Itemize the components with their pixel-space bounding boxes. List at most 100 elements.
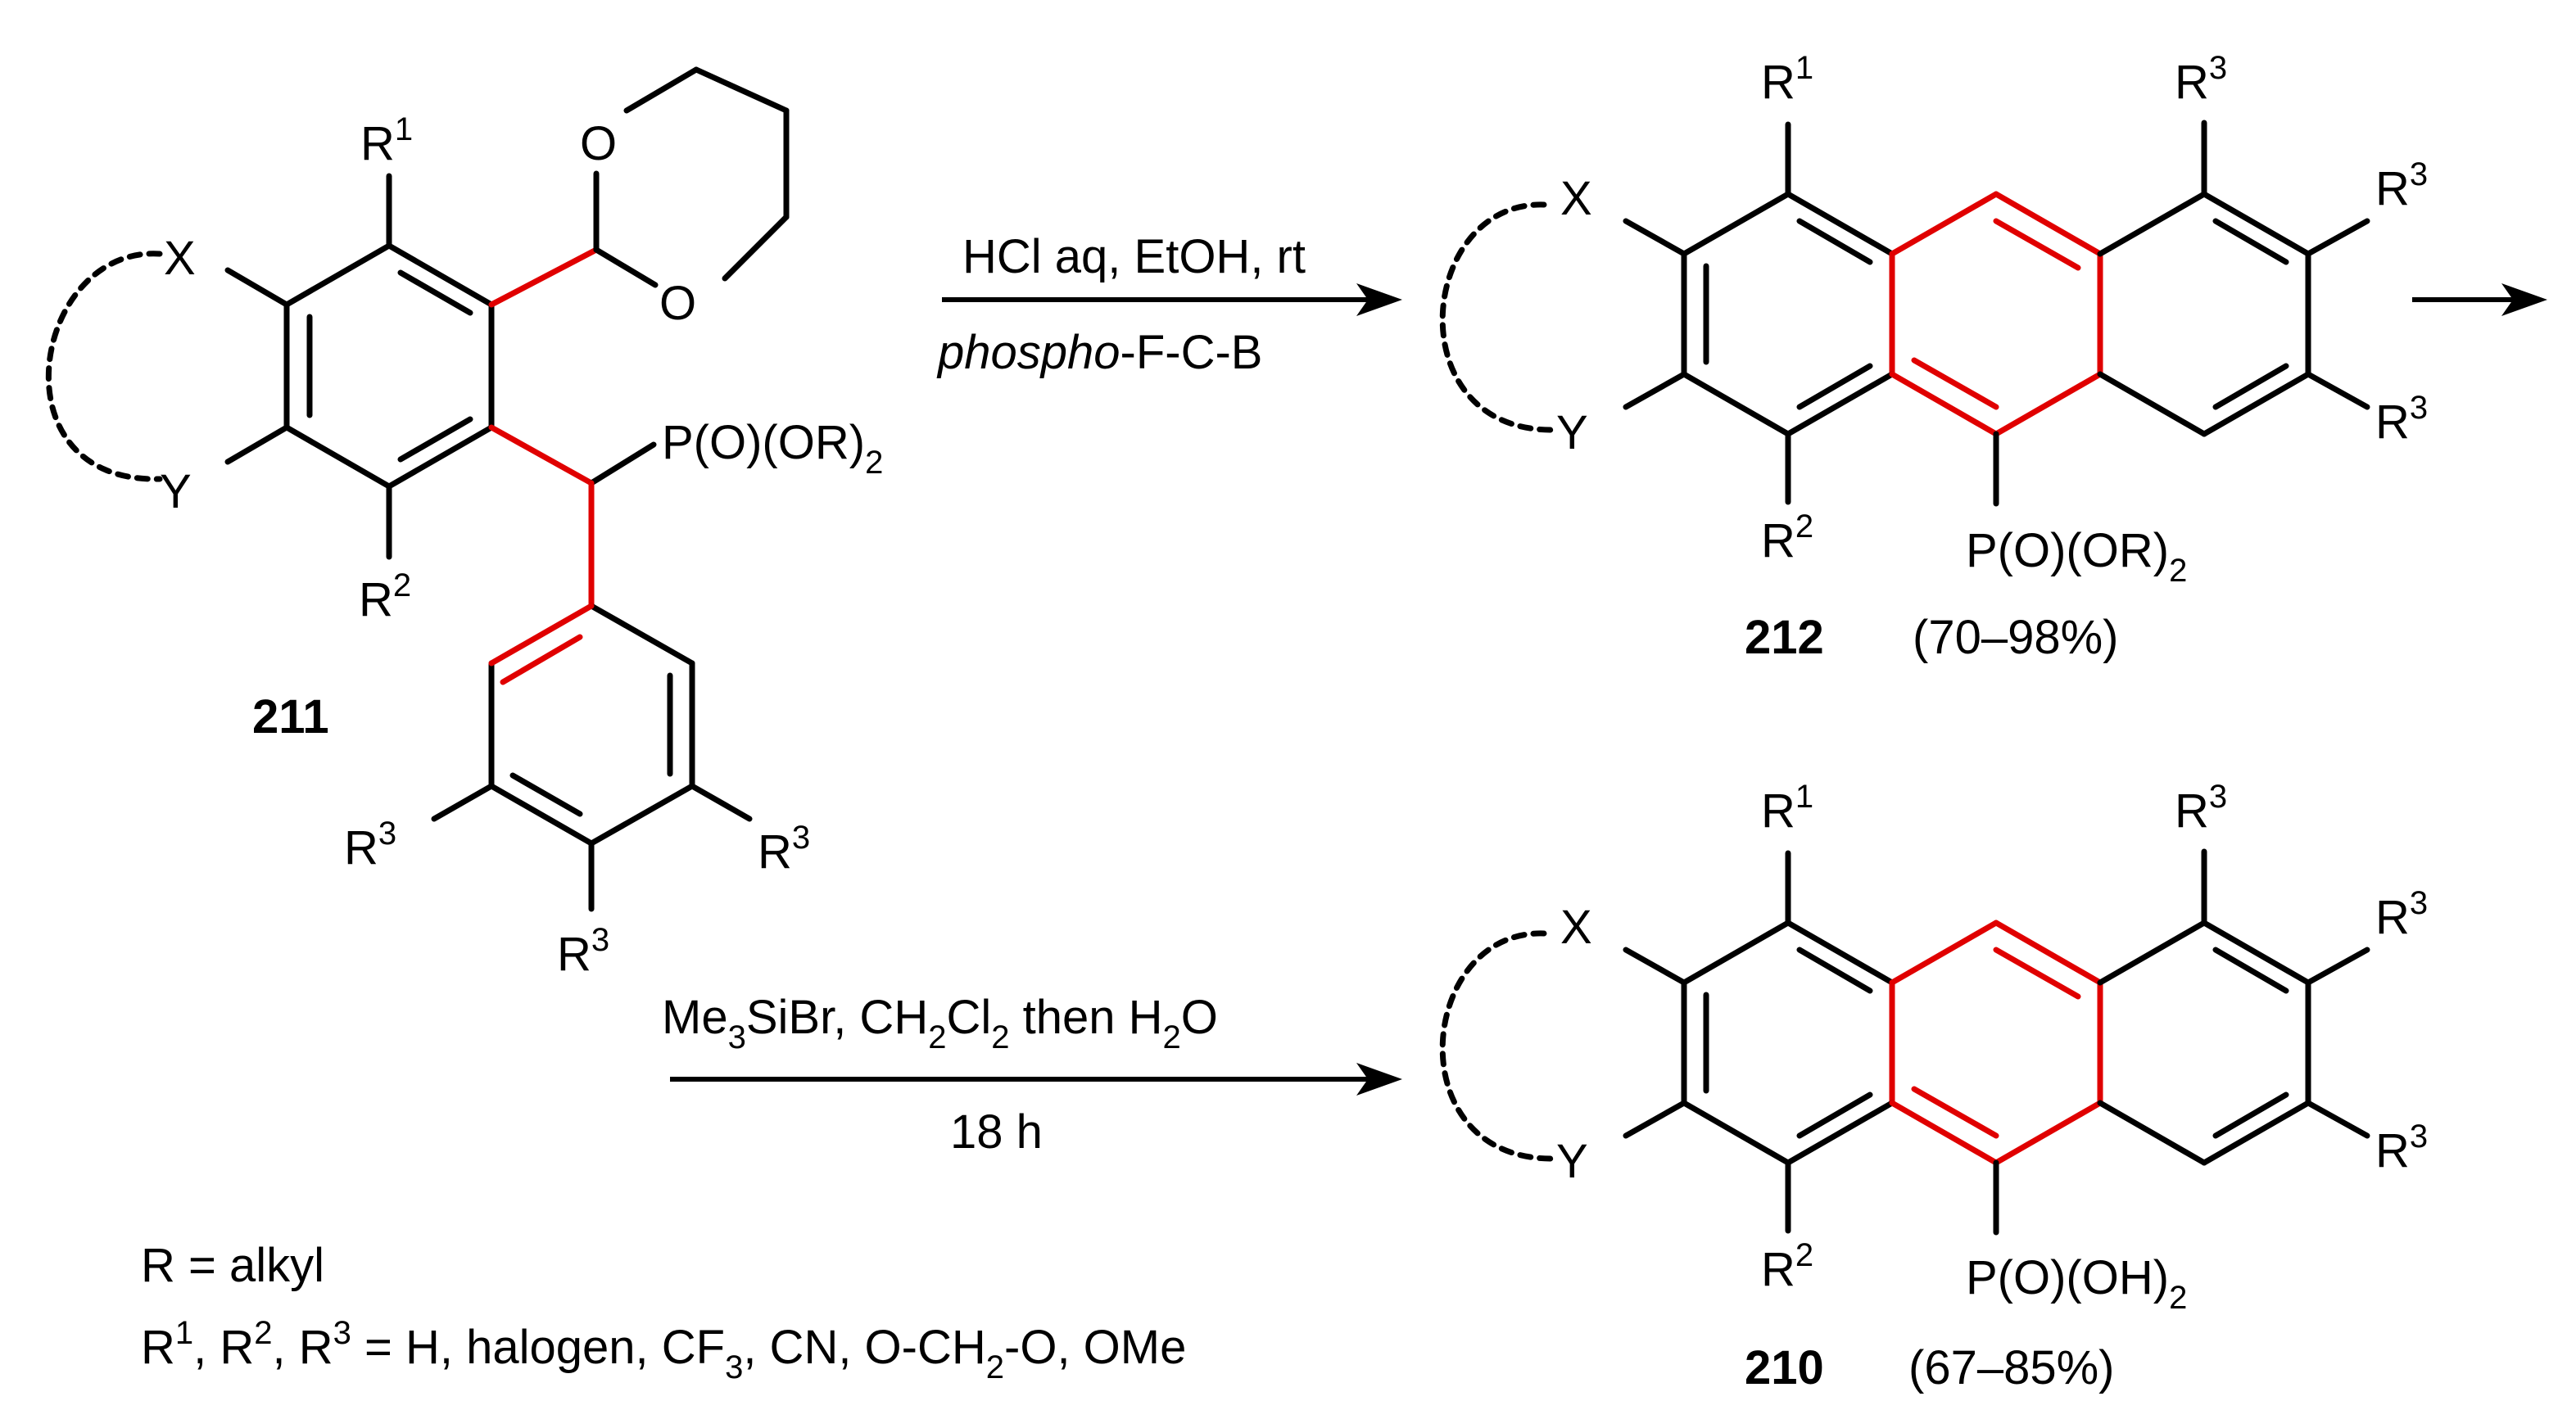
label: R3 <box>2375 156 2428 215</box>
bond <box>1681 371 1791 437</box>
label: 2 <box>986 1349 1004 1385</box>
bond <box>588 603 695 667</box>
bond <box>1796 218 1873 265</box>
label: R <box>1761 56 1795 109</box>
bond <box>1681 920 1791 986</box>
next-step-arrow <box>2412 283 2547 316</box>
atom-o-top: O <box>580 117 617 170</box>
arrowhead <box>1356 283 1402 316</box>
phosphonic-acid-210: P(O)(OH) <box>1966 1251 2169 1304</box>
reaction-time: 18 h <box>950 1105 1043 1159</box>
atom-r1: R <box>360 117 395 170</box>
label: 3 <box>2209 50 2227 86</box>
label: 3 <box>2410 390 2428 426</box>
bond <box>689 783 753 822</box>
compound-number-211: 211 <box>252 690 329 743</box>
bond <box>2097 920 2207 986</box>
dashed-ring-211 <box>45 251 163 482</box>
atom-r2: R <box>359 573 393 626</box>
label: P(O)(OR)2 <box>662 416 883 481</box>
bond <box>1796 1091 1873 1139</box>
bond <box>2305 1100 2370 1139</box>
label: 2 <box>2169 1280 2187 1316</box>
arrowhead <box>2501 283 2547 316</box>
method-italic: phospho <box>936 326 1120 379</box>
bond <box>1785 371 1895 437</box>
bond <box>593 246 659 288</box>
bond <box>693 66 790 114</box>
compound-number-212: 212 <box>1745 611 1824 664</box>
new-bond <box>1993 191 2103 257</box>
label: SiBr, CH <box>746 991 928 1044</box>
label: R3 <box>557 922 609 981</box>
label: 3 <box>378 816 396 852</box>
label: R3 <box>2175 779 2227 838</box>
bond <box>1681 191 1791 257</box>
label: 2 <box>1795 508 1813 545</box>
bond <box>2201 1100 2311 1166</box>
bond <box>2212 1091 2289 1139</box>
label: 2 <box>865 445 883 481</box>
label: R3 <box>2175 50 2227 109</box>
label: 2 <box>393 567 411 603</box>
bond <box>283 242 392 308</box>
bond <box>2097 191 2207 257</box>
new-bond <box>1911 1086 1999 1139</box>
bond <box>2201 920 2311 986</box>
label: R3 <box>2375 1119 2428 1177</box>
bond <box>431 783 495 822</box>
arrowhead <box>1356 1063 1402 1096</box>
compound-212 <box>1439 120 2370 507</box>
bond <box>509 772 583 817</box>
bond <box>2212 363 2289 410</box>
label: 1 <box>1795 779 1813 815</box>
bond <box>2212 947 2289 994</box>
new-bond <box>1993 920 2103 986</box>
compound-211 <box>45 66 790 912</box>
atom-y: Y <box>160 465 192 518</box>
label: 1 <box>1795 50 1813 86</box>
phosphonate-211: P(O)(OR) <box>662 416 865 469</box>
bond <box>283 424 392 490</box>
dashed-ring <box>1439 201 1560 433</box>
label: 3 <box>792 820 810 856</box>
reagents-1: HCl aq, EtOH, rt <box>962 230 1306 283</box>
label: R <box>1761 784 1795 838</box>
bond <box>1785 920 1895 986</box>
label: Y <box>1556 1135 1588 1188</box>
label: R1 <box>1761 50 1813 109</box>
compound-number-210: 210 <box>1745 1341 1824 1394</box>
new-bond <box>1993 218 2081 271</box>
label: 1 <box>175 1315 193 1351</box>
label: R2 <box>359 567 411 626</box>
bond <box>386 242 495 308</box>
new-bond <box>488 246 600 308</box>
bond <box>2212 218 2289 265</box>
label: P(O)(OH)2 <box>1966 1251 2187 1316</box>
bond <box>1796 947 1873 994</box>
label: R <box>2375 395 2410 449</box>
new-bond <box>500 634 583 685</box>
atom-o-bottom: O <box>659 277 696 330</box>
label: 3 <box>2410 885 2428 921</box>
bond <box>397 269 473 316</box>
labels-211: X Y R1 R2 O O P(O)(OR)2 R3 R3 R3 211 <box>160 111 883 981</box>
label: 3 <box>728 1019 746 1055</box>
bond <box>1796 363 1873 410</box>
labels-210: X Y R1 R2 R3 R3 R3 P(O)(OH)2 210 (67–85%… <box>1556 779 2428 1394</box>
bond <box>2305 947 2370 986</box>
label: R <box>2175 56 2209 109</box>
label: 2 <box>1795 1237 1813 1273</box>
new-bond <box>1889 371 1999 437</box>
bond <box>2097 1100 2207 1166</box>
bond <box>1623 947 1687 986</box>
bond <box>397 416 473 463</box>
bond <box>386 424 495 490</box>
label: 3 <box>591 922 609 958</box>
label: R <box>1761 1243 1795 1296</box>
label: R <box>2375 891 2410 944</box>
label: R2 <box>1761 1237 1813 1296</box>
label: Cl <box>946 991 991 1044</box>
bond <box>588 441 657 486</box>
